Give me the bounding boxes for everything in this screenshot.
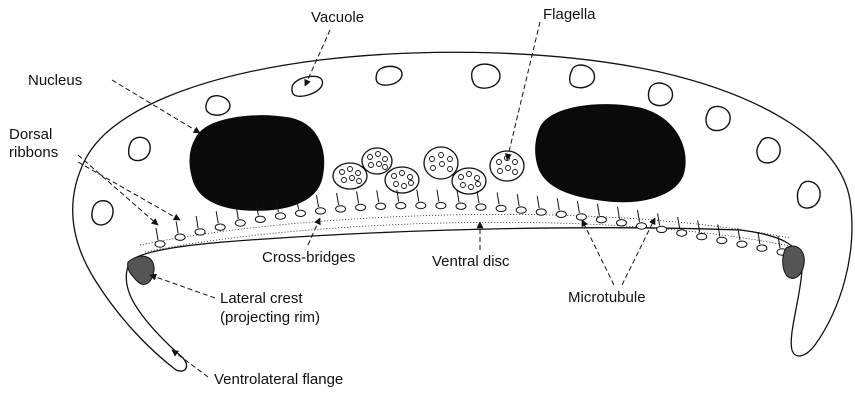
microtubule (637, 223, 647, 229)
dorsal-ribbon (758, 232, 760, 244)
dorsal-ribbon (658, 213, 660, 225)
flagellum (385, 167, 419, 193)
microtubule (456, 203, 466, 209)
vacuole (129, 137, 151, 160)
microtubule (496, 205, 506, 211)
microtubule (396, 203, 406, 209)
microtubule (476, 204, 486, 210)
ventral-disc-band-bottom (145, 222, 790, 252)
microtubule (737, 241, 747, 247)
dorsal-ribbon (778, 236, 780, 248)
label-lateral-crest-line2: (projecting rim) (220, 309, 320, 326)
flagella-leader (507, 22, 540, 160)
dorsal-ribbon (477, 191, 479, 203)
dorsal-ribbon (678, 217, 680, 229)
microtubule (576, 214, 586, 220)
vacuole (92, 201, 113, 225)
microtubule (717, 237, 727, 243)
microtubule (556, 211, 566, 217)
microtubule (697, 233, 707, 239)
label-ventral-disc: Ventral disc (432, 253, 510, 270)
dorsal-ribbon (156, 228, 158, 240)
cell-outer-outline (73, 52, 852, 371)
vacuole (570, 65, 595, 88)
dorsal-ribbon (497, 192, 499, 204)
dorsal-ribbon (718, 224, 720, 236)
vacuole (376, 66, 402, 85)
dorsal-ribbon (557, 198, 559, 210)
vacuole (206, 96, 230, 115)
vacuole (648, 83, 672, 106)
dorsal-ribbon (196, 216, 198, 228)
dorsal-ribbon (176, 221, 178, 233)
microtubule (255, 216, 265, 222)
flagellum (362, 148, 392, 174)
dorsal-ribbon (517, 194, 519, 206)
dorsal-ribbon (437, 190, 439, 202)
microtubule-leader-1 (582, 220, 614, 285)
microtubule (516, 207, 526, 213)
microtubule (677, 230, 687, 236)
microtubule (275, 213, 285, 219)
microtubule (436, 202, 446, 208)
label-flagella: Flagella (543, 6, 596, 23)
dorsal-ribbon (357, 191, 359, 203)
microtubule (757, 245, 767, 251)
microtubule (596, 217, 606, 223)
label-microtubule: Microtubule (568, 289, 646, 306)
microtubule (376, 203, 386, 209)
microtubule (336, 206, 346, 212)
vacuole (292, 76, 323, 96)
flagellum (490, 151, 524, 181)
dorsal-ribbon (417, 190, 419, 202)
microtubule (175, 234, 185, 240)
label-dorsal-ribbons-line2: ribbons (9, 144, 58, 161)
dorsal-ribbon (337, 193, 339, 205)
nucleus-right (536, 105, 686, 202)
vacuole (472, 64, 500, 88)
microtubule (536, 209, 546, 215)
microtubule (316, 208, 326, 214)
microtubule (215, 224, 225, 230)
dorsal-ribbon (698, 221, 700, 233)
microtubule (235, 220, 245, 226)
dorsal-ribbon (577, 201, 579, 213)
microtubule (155, 241, 165, 247)
label-nucleus: Nucleus (28, 72, 82, 89)
lateral-crest-right (783, 246, 805, 278)
dorsal-ribbon (317, 195, 319, 207)
lateral-crest-leader (150, 275, 215, 298)
label-dorsal-ribbons-line1: Dorsal (9, 126, 52, 143)
flagellum (333, 163, 367, 189)
lateral-crest-left (128, 256, 154, 284)
nucleus-left (190, 116, 324, 211)
label-ventrolateral-flange: Ventrolateral flange (214, 371, 343, 388)
dorsal-ribbon (377, 190, 379, 202)
flagella (333, 147, 524, 194)
label-cross-bridges: Cross-bridges (262, 249, 355, 266)
dorsal-ribbon (638, 210, 640, 222)
flagellum (452, 168, 486, 194)
dorsal-ribbon (216, 211, 218, 223)
vacuole (757, 138, 780, 163)
dorsal-ribbon (618, 207, 620, 219)
microtubule (296, 210, 306, 216)
microtubule (657, 226, 667, 232)
vacuole (706, 106, 730, 130)
microtubule (195, 229, 205, 235)
flagellum (424, 147, 458, 179)
label-lateral-crest-line1: Lateral crest (220, 290, 303, 307)
dorsal-ribbon (537, 196, 539, 208)
microtubule (416, 202, 426, 208)
ventrolateral-flange-leader (172, 350, 208, 377)
dorsal-ribbon (597, 204, 599, 216)
label-vacuole: Vacuole (311, 9, 364, 26)
microtubule (356, 204, 366, 210)
vacuole (797, 181, 820, 208)
microtubule (617, 220, 627, 226)
nucleus-leader (112, 80, 200, 133)
dorsal-ribbons-leader-1 (78, 155, 158, 225)
